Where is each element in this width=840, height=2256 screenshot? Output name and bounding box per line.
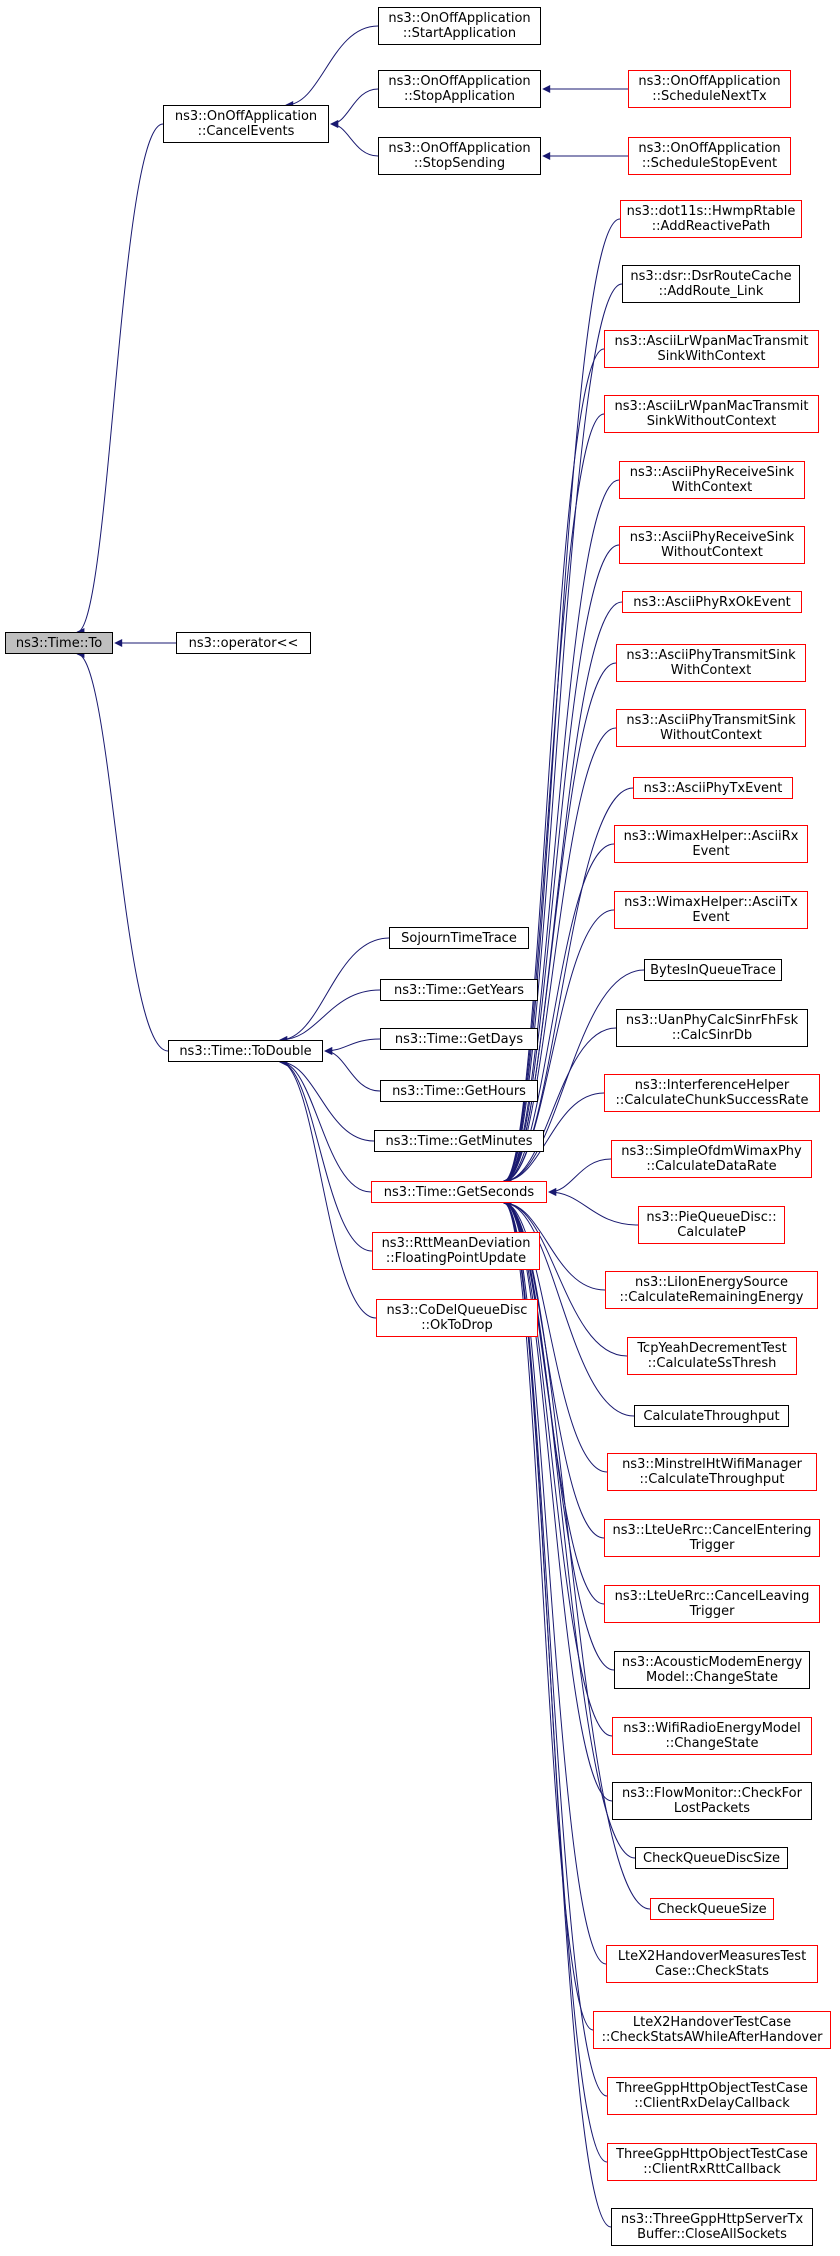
node-phytxevent[interactable]: ns3::AsciiPhyTxEvent <box>633 777 793 799</box>
node-uan[interactable]: ns3::UanPhyCalcSinrFhFsk ::CalcSinrDb <box>616 1009 808 1047</box>
edge-get_years-to-to_double <box>279 989 381 1044</box>
node-threegpp-rxdelay[interactable]: ThreeGppHttpObjectTestCase ::ClientRxDel… <box>607 2077 817 2115</box>
node-get-hours[interactable]: ns3::Time::GetHours <box>380 1080 538 1102</box>
node-pie[interactable]: ns3::PieQueueDisc:: CalculateP <box>638 1206 785 1244</box>
edge-sojourn-to-to_double <box>279 937 390 1044</box>
node-wifi-radio[interactable]: ns3::WifiRadioEnergyModel ::ChangeState <box>612 1717 812 1755</box>
edge-get_minutes-to-to_double <box>279 1058 375 1142</box>
edge-get_hours-to-to_double <box>324 1047 381 1092</box>
node-phytx-with[interactable]: ns3::AsciiPhyTransmitSink WithContext <box>616 644 806 682</box>
node-acoustic[interactable]: ns3::AcousticModemEnergy Model::ChangeSt… <box>614 1651 810 1689</box>
edge-lrwpan_with-to-get_seconds <box>503 348 605 1185</box>
node-tcpyeah[interactable]: TcpYeahDecrementTest ::CalculateSsThresh <box>627 1337 797 1375</box>
edge-uan-to-get_seconds <box>503 1027 617 1185</box>
node-wimax-tx[interactable]: ns3::WimaxHelper::AsciiTx Event <box>614 891 808 929</box>
node-liion[interactable]: ns3::LiIonEnergySource ::CalculateRemain… <box>605 1271 818 1309</box>
node-threegpp-server[interactable]: ns3::ThreeGppHttpServerTx Buffer::CloseA… <box>611 2208 813 2246</box>
node-check-queue[interactable]: CheckQueueSize <box>650 1898 774 1920</box>
node-rtt-mean[interactable]: ns3::RttMeanDeviation ::FloatingPointUpd… <box>372 1232 540 1270</box>
node-phytx-without[interactable]: ns3::AsciiPhyTransmitSink WithoutContext <box>616 709 806 747</box>
edge-lrwpan_without-to-get_seconds <box>503 413 605 1185</box>
edge-tcpyeah-to-get_seconds <box>503 1199 628 1357</box>
edge-start_app-to-cancel_events <box>285 25 379 109</box>
node-phyrxok[interactable]: ns3::AsciiPhyRxOkEvent <box>622 591 802 613</box>
edge-phytx_without-to-get_seconds <box>503 727 617 1185</box>
edge-wimax_rx-to-get_seconds <box>503 843 615 1185</box>
node-dsr[interactable]: ns3::dsr::DsrRouteCache ::AddRoute_Link <box>622 265 800 303</box>
node-lte-entering[interactable]: ns3::LteUeRrc::CancelEntering Trigger <box>604 1519 820 1557</box>
edge-wimax_tx-to-get_seconds <box>503 909 615 1185</box>
node-to: ns3::Time::To <box>5 632 113 654</box>
node-schedule-next-tx[interactable]: ns3::OnOffApplication ::ScheduleNextTx <box>628 70 791 108</box>
node-get-days[interactable]: ns3::Time::GetDays <box>380 1028 538 1050</box>
node-start-app[interactable]: ns3::OnOffApplication ::StartApplication <box>378 7 541 45</box>
edge-threegpp_server-to-get_seconds <box>503 1199 612 2228</box>
edge-minstrel-to-get_seconds <box>503 1199 608 1473</box>
node-minstrel[interactable]: ns3::MinstrelHtWifiManager ::CalculateTh… <box>607 1453 817 1491</box>
edge-phyrecv_with-to-get_seconds <box>503 479 620 1185</box>
node-stop-app[interactable]: ns3::OnOffApplication ::StopApplication <box>378 70 541 108</box>
node-sojourn[interactable]: SojournTimeTrace <box>389 927 529 949</box>
node-ltex2-measures[interactable]: LteX2HandoverMeasuresTest Case::CheckSta… <box>606 1945 818 1983</box>
node-operator-ll[interactable]: ns3::operator<< <box>176 632 311 654</box>
node-phyrecv-with[interactable]: ns3::AsciiPhyReceiveSink WithContext <box>619 461 805 499</box>
node-stop-sending[interactable]: ns3::OnOffApplication ::StopSending <box>378 137 541 175</box>
edge-dsr-to-get_seconds <box>503 283 623 1185</box>
node-simple-ofdm[interactable]: ns3::SimpleOfdmWimaxPhy ::CalculateDataR… <box>611 1140 812 1178</box>
node-threegpp-rxrtt[interactable]: ThreeGppHttpObjectTestCase ::ClientRxRtt… <box>607 2143 817 2181</box>
node-lrwpan-with[interactable]: ns3::AsciiLrWpanMacTransmit SinkWithCont… <box>604 330 819 368</box>
node-check-qdisc[interactable]: CheckQueueDiscSize <box>635 1847 788 1869</box>
edge-interference-to-get_seconds <box>503 1092 605 1185</box>
edge-rtt_mean-to-to_double <box>279 1058 373 1252</box>
node-wimax-rx[interactable]: ns3::WimaxHelper::AsciiRx Event <box>614 825 808 863</box>
edge-to_double-to-to <box>76 650 169 1052</box>
edge-get_days-to-to_double <box>324 1038 381 1055</box>
node-ltex2-handover[interactable]: LteX2HandoverTestCase ::CheckStatsAWhile… <box>593 2011 831 2049</box>
edge-wifi_radio-to-get_seconds <box>503 1199 613 1737</box>
edge-calc_throughput-to-get_seconds <box>503 1199 635 1417</box>
edge-threegpp_rxrtt-to-get_seconds <box>503 1199 608 2163</box>
node-hwmp[interactable]: ns3::dot11s::HwmpRtable ::AddReactivePat… <box>620 200 802 238</box>
node-get-minutes[interactable]: ns3::Time::GetMinutes <box>374 1130 544 1152</box>
node-calc-throughput[interactable]: CalculateThroughput <box>634 1405 789 1427</box>
node-get-seconds[interactable]: ns3::Time::GetSeconds <box>371 1181 547 1203</box>
edge-get_seconds-to-to_double <box>279 1058 372 1193</box>
edge-stop_app-to-cancel_events <box>330 88 379 128</box>
edge-cancel_events-to-to <box>76 123 164 636</box>
node-lrwpan-without[interactable]: ns3::AsciiLrWpanMacTransmit SinkWithoutC… <box>604 395 819 433</box>
edge-phytx_with-to-get_seconds <box>503 662 617 1185</box>
node-bytes-queue[interactable]: BytesInQueueTrace <box>644 959 782 981</box>
node-interference[interactable]: ns3::InterferenceHelper ::CalculateChunk… <box>604 1074 820 1112</box>
edge-stop_sending-to-cancel_events <box>330 120 379 157</box>
node-get-years[interactable]: ns3::Time::GetYears <box>380 979 538 1001</box>
node-cancel-events[interactable]: ns3::OnOffApplication ::CancelEvents <box>163 105 329 143</box>
node-to-double[interactable]: ns3::Time::ToDouble <box>168 1040 323 1062</box>
node-lte-leaving[interactable]: ns3::LteUeRrc::CancelLeaving Trigger <box>604 1585 820 1623</box>
edge-codel-to-to_double <box>279 1058 377 1319</box>
node-codel[interactable]: ns3::CoDelQueueDisc ::OkToDrop <box>376 1299 538 1337</box>
edge-pie-to-get_seconds <box>548 1188 639 1226</box>
node-flow-monitor[interactable]: ns3::FlowMonitor::CheckFor LostPackets <box>612 1782 812 1820</box>
node-schedule-stop-event[interactable]: ns3::OnOffApplication ::ScheduleStopEven… <box>628 137 791 175</box>
node-phyrecv-without[interactable]: ns3::AsciiPhyReceiveSink WithoutContext <box>619 526 805 564</box>
edge-simple_ofdm-to-get_seconds <box>548 1158 612 1196</box>
